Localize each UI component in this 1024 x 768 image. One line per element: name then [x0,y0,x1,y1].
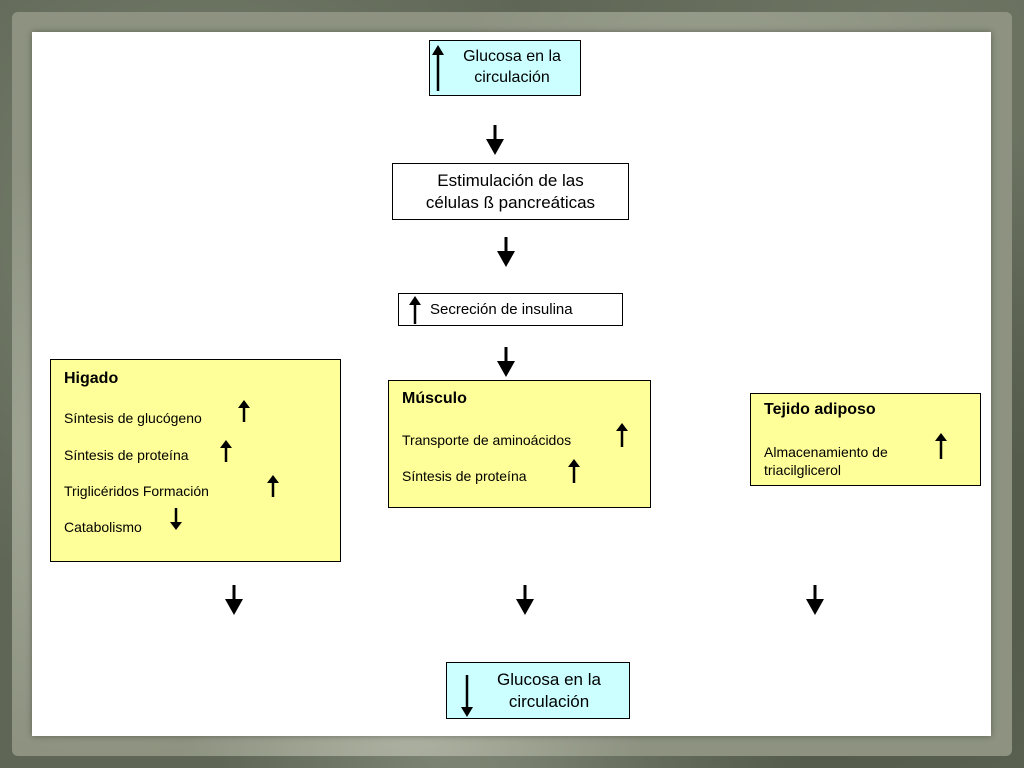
musculo-title: Músculo [402,390,467,407]
bottom-box-line1: Glucosa en la [497,670,601,689]
stim-line2: células ß pancreáticas [425,193,596,212]
higado-item-3: Triglicéridos Formación [64,483,209,499]
flow-arrow-2 [497,237,515,267]
flow-arrow-3 [497,347,515,377]
insulin-box: Secreción de insulina [398,293,623,326]
stimulation-box: Estimulación de las células ß pancreátic… [392,163,629,220]
down-arrow-icon [461,675,473,717]
flow-arrow-right [806,585,824,615]
bottom-glucose-box: Glucosa en la circulación [446,662,630,719]
down-arrow-icon [170,508,182,530]
tejido-title: Tejido adiposo [764,401,876,418]
musculo-box: Músculo Transporte de aminoácidos Síntes… [388,380,651,508]
up-arrow-icon [935,433,947,459]
tejido-line2: triacilglicerol [764,462,842,478]
flow-arrow-left [225,585,243,615]
insulin-label: Secreción de insulina [430,301,573,318]
up-arrow-icon [238,400,250,422]
up-arrow-icon [568,459,580,483]
higado-item-4: Catabolismo [64,519,142,535]
bottom-box-line2: circulación [508,692,590,711]
higado-item-1: Síntesis de glucógeno [64,410,202,426]
flow-arrow-1 [486,125,504,155]
top-box-line1: Glucosa en la [463,48,561,65]
up-arrow-icon [267,475,279,497]
up-arrow-icon [220,440,232,462]
higado-item-2: Síntesis de proteína [64,447,189,463]
tejido-line1: Almacenamiento de [764,444,888,460]
top-glucose-box: Glucosa en la circulación [429,40,581,96]
tejido-box: Tejido adiposo Almacenamiento de triacil… [750,393,981,486]
up-arrow-icon [432,45,444,91]
flow-arrow-middle [516,585,534,615]
musculo-item-1: Transporte de aminoácidos [402,432,572,448]
higado-box: Higado Síntesis de glucógeno Síntesis de… [50,359,341,562]
up-arrow-icon [409,296,421,324]
slide-canvas: Glucosa en la circulación Estimulación d… [32,32,991,736]
top-box-line2: circulación [474,69,550,86]
up-arrow-icon [616,423,628,447]
higado-title: Higado [64,370,119,387]
musculo-item-2: Síntesis de proteína [402,468,527,484]
stim-line1: Estimulación de las [437,171,584,190]
